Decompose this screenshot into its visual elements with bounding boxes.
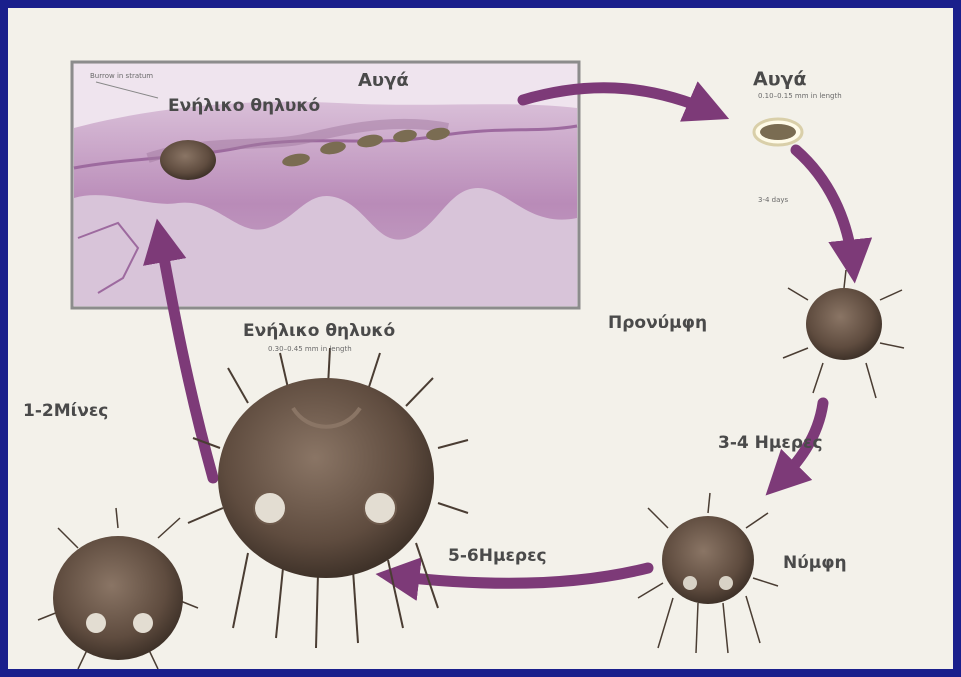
mite-nymph-icon [638, 493, 778, 653]
egg-icon [754, 119, 802, 145]
mite-adult-icon [188, 348, 468, 648]
mite-extra-icon [38, 508, 198, 669]
scabies-life-cycle-diagram: Burrow in stratum Αυγά Ενήλικο θηλυκό Αυ… [8, 8, 953, 669]
burrow-mite-icon [160, 140, 216, 180]
arrow-nymph-to-adult [393, 568, 648, 583]
eggs-time-label: 3-4 days [758, 196, 788, 204]
larva-label: Προνύμφη [608, 313, 707, 333]
skin-eggs-label: Αυγά [358, 70, 409, 91]
skin-caption: Burrow in stratum [90, 72, 153, 80]
skin-section-icon [72, 62, 579, 308]
adult-to-skin-label: 1-2Μίνες [23, 401, 108, 421]
adult-female-label: Ενήλικο θηλυκό [243, 321, 395, 341]
nymph-to-adult-label: 5-6Ημερες [448, 546, 547, 566]
skin-adult-female-label: Ενήλικο θηλυκό [168, 96, 320, 116]
arrow-eggs-to-larva [796, 150, 853, 266]
nymph-label: Νύμφη [783, 553, 847, 573]
mite-larva-icon [783, 270, 904, 398]
larva-to-nymph-label: 3-4 Ημερες [718, 433, 823, 453]
eggs-size-label: 0.10–0.15 mm in length [758, 92, 842, 100]
eggs-label: Αυγά [753, 68, 807, 90]
adult-size-label: 0.30–0.45 mm in length [268, 345, 352, 353]
